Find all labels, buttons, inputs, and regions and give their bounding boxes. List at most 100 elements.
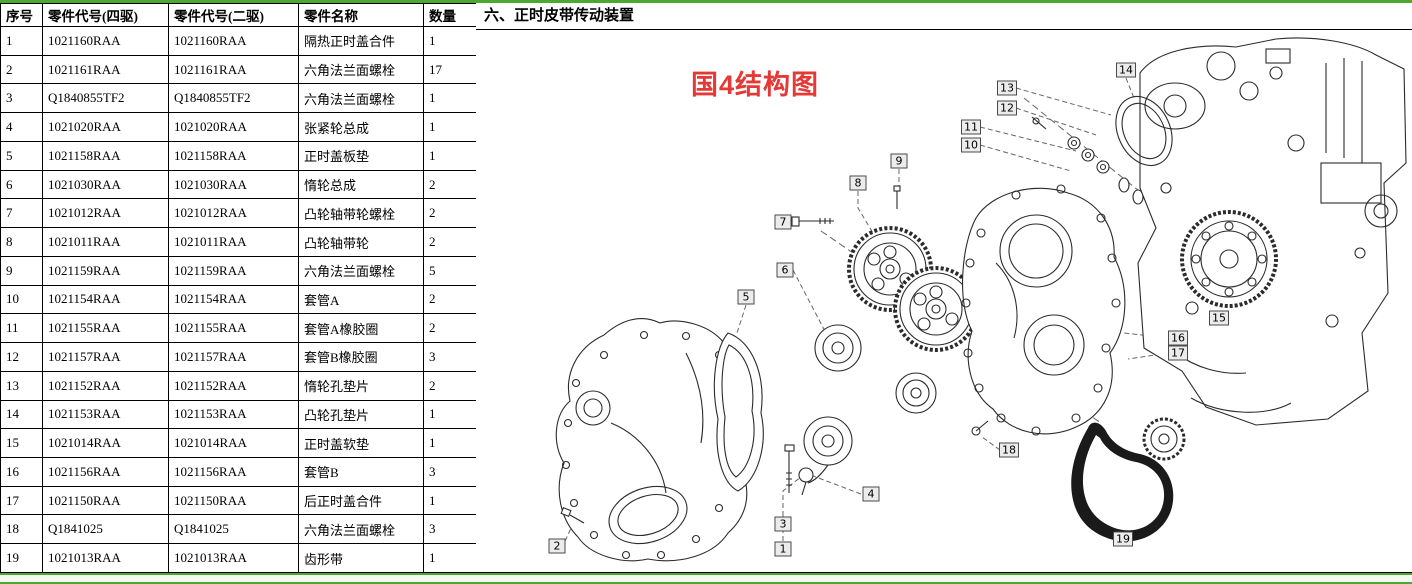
- column-header: 数量: [423, 3, 477, 27]
- table-cell: 隔热正时盖合件: [298, 26, 424, 56]
- part-callout-1: 1: [774, 541, 792, 557]
- diagram-panel: 六、正时皮带传动装置 国4结构图: [476, 3, 1412, 573]
- part-callout-12: 12: [997, 100, 1017, 116]
- part-callout-14: 14: [1116, 62, 1136, 78]
- exploded-diagram: [555, 37, 1407, 562]
- table-cell: 12: [0, 342, 43, 372]
- table-cell: 11: [0, 313, 43, 344]
- section-title: 六、正时皮带传动装置: [476, 3, 1412, 30]
- table-cell: 1021158RAA: [42, 140, 169, 171]
- table-cell: 1: [423, 543, 477, 573]
- table-cell: 1021030RAA: [42, 169, 169, 200]
- table-cell: 2: [423, 284, 477, 315]
- table-cell: 1021150RAA: [168, 485, 299, 516]
- table-cell: 2: [423, 313, 477, 344]
- table-cell: 1021011RAA: [168, 227, 299, 257]
- column-header: 零件名称: [298, 3, 424, 27]
- table-cell: Q1840855TF2: [168, 83, 299, 114]
- table-cell: 1021012RAA: [42, 198, 169, 229]
- part-callout-19: 19: [1113, 531, 1133, 547]
- part-callout-4: 4: [862, 486, 880, 502]
- table-cell: 1: [423, 140, 477, 171]
- table-cell: 六角法兰面螺栓: [298, 514, 424, 545]
- table-cell: 2: [423, 198, 477, 229]
- column-header: 序号: [0, 3, 43, 27]
- table-cell: 套管B橡胶圈: [298, 342, 424, 372]
- table-cell: 1021157RAA: [168, 342, 299, 372]
- spreadsheet-gridline-bottom: [0, 573, 1412, 584]
- part-callout-8: 8: [849, 175, 867, 191]
- table-cell: 1: [423, 485, 477, 516]
- table-cell: 套管A橡胶圈: [298, 313, 424, 344]
- table-cell: 正时盖软垫: [298, 428, 424, 459]
- table-cell: 1021158RAA: [168, 140, 299, 171]
- table-cell: 1021152RAA: [168, 370, 299, 401]
- column-header: 零件代号(二驱): [168, 3, 299, 27]
- table-cell: 六角法兰面螺栓: [298, 83, 424, 114]
- part-callout-2: 2: [548, 538, 566, 554]
- table-cell: 6: [0, 169, 43, 200]
- table-cell: 1021161RAA: [42, 54, 169, 85]
- table-cell: 8: [0, 227, 43, 257]
- table-cell: 1021154RAA: [42, 284, 169, 315]
- table-cell: 后正时盖合件: [298, 485, 424, 516]
- table-cell: 1: [423, 428, 477, 459]
- table-cell: 凸轮轴带轮: [298, 227, 424, 257]
- table-cell: 1021014RAA: [168, 428, 299, 459]
- table-cell: 18: [0, 514, 43, 545]
- table-cell: 1021154RAA: [168, 284, 299, 315]
- table-cell: 2: [423, 169, 477, 200]
- table-cell: 1021012RAA: [168, 198, 299, 229]
- table-cell: 1021020RAA: [42, 112, 169, 142]
- part-callout-17: 17: [1168, 345, 1188, 361]
- table-cell: Q1841025: [168, 514, 299, 545]
- table-cell: 2: [423, 227, 477, 257]
- table-cell: 3: [423, 457, 477, 487]
- table-cell: 19: [0, 543, 43, 573]
- table-cell: 六角法兰面螺栓: [298, 54, 424, 85]
- table-cell: 1: [423, 112, 477, 142]
- table-cell: 7: [0, 198, 43, 229]
- table-cell: 1021157RAA: [42, 342, 169, 372]
- table-cell: 4: [0, 112, 43, 142]
- table-cell: 齿形带: [298, 543, 424, 573]
- table-cell: 1021152RAA: [42, 370, 169, 401]
- table-cell: 17: [423, 54, 477, 85]
- table-cell: 1021013RAA: [168, 543, 299, 573]
- table-cell: 1021020RAA: [168, 112, 299, 142]
- table-cell: 正时盖板垫: [298, 140, 424, 171]
- table-cell: 1021156RAA: [168, 457, 299, 487]
- table-cell: 惰轮总成: [298, 169, 424, 200]
- table-cell: 凸轮孔垫片: [298, 399, 424, 430]
- table-cell: 1: [423, 399, 477, 430]
- part-callout-15: 15: [1209, 310, 1229, 326]
- part-callout-7: 7: [774, 214, 792, 230]
- part-callout-11: 11: [961, 119, 981, 135]
- table-cell: 3: [0, 83, 43, 114]
- table-cell: 16: [0, 457, 43, 487]
- part-callout-13: 13: [997, 80, 1017, 96]
- table-cell: 2: [0, 54, 43, 85]
- table-cell: 1: [423, 83, 477, 114]
- table-cell: 1021159RAA: [168, 255, 299, 286]
- table-cell: 1021153RAA: [168, 399, 299, 430]
- spreadsheet-gridline-top: [0, 0, 1412, 3]
- table-cell: 5: [423, 255, 477, 286]
- part-callout-5: 5: [737, 289, 755, 305]
- part-callout-16: 16: [1168, 330, 1188, 346]
- table-cell: 1021153RAA: [42, 399, 169, 430]
